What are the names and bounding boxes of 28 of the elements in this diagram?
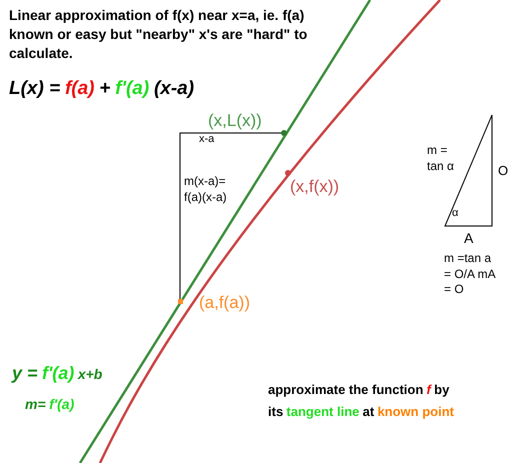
side-label: A bbox=[464, 230, 474, 246]
title-text: Linear approximation of f(x) near x=a, ie. f(a) known or easy but "nearby" x's are "hard" to calculate. bbox=[9, 6, 308, 63]
point-label: (x,L(x)) bbox=[208, 111, 262, 130]
run-label: x-a bbox=[199, 133, 214, 145]
side-label: O bbox=[498, 163, 508, 178]
note-text: known point bbox=[377, 404, 454, 419]
formula-text: + bbox=[99, 78, 110, 99]
equation-text: y = bbox=[12, 363, 38, 383]
slope-label: m = tan α bbox=[427, 143, 455, 174]
formula-text: L(x) = bbox=[9, 78, 60, 99]
rise-label: m(x-a)= f(a)(x-a) bbox=[184, 174, 228, 206]
formula-text: f(a) bbox=[64, 78, 95, 99]
point-label: (a,f(a)) bbox=[199, 293, 250, 312]
point-label: (x,f(x)) bbox=[290, 177, 340, 196]
note-text: its bbox=[268, 404, 284, 419]
note-text: tangent line bbox=[286, 404, 360, 419]
equation-text: f'(a) bbox=[42, 363, 74, 383]
note-text: at bbox=[362, 404, 374, 419]
equation-text: f'(a) bbox=[49, 396, 74, 412]
formula-text: f'(a) bbox=[115, 78, 150, 99]
equation-text: x+b bbox=[78, 366, 102, 382]
note-text: approximate the function bbox=[268, 382, 424, 397]
formula-text: (x-a) bbox=[154, 78, 194, 99]
equation-text: m =tan a = O/A mA = O bbox=[444, 251, 496, 298]
angle-label: α bbox=[452, 207, 458, 219]
note-text: by bbox=[434, 382, 450, 397]
note-text: f bbox=[426, 382, 431, 397]
equation-text: m= bbox=[25, 396, 46, 412]
